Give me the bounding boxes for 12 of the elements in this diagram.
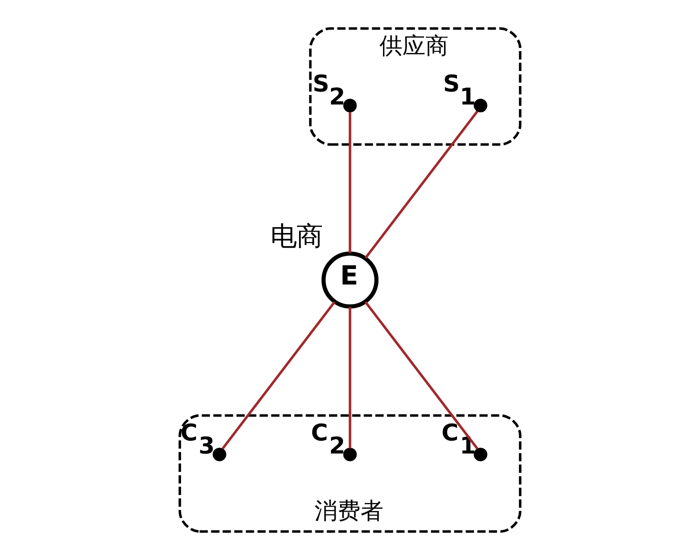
node-circle bbox=[474, 98, 488, 112]
connector bbox=[222, 301, 336, 450]
connector bbox=[348, 306, 352, 448]
node-circle bbox=[343, 98, 357, 112]
node-circle bbox=[212, 448, 226, 462]
connector bbox=[364, 110, 478, 259]
node-circle: E bbox=[322, 252, 378, 308]
node-circle bbox=[474, 448, 488, 462]
node-label: 电商 bbox=[270, 220, 323, 252]
connector bbox=[348, 112, 352, 254]
node-circle bbox=[343, 448, 357, 462]
connector bbox=[364, 301, 478, 450]
